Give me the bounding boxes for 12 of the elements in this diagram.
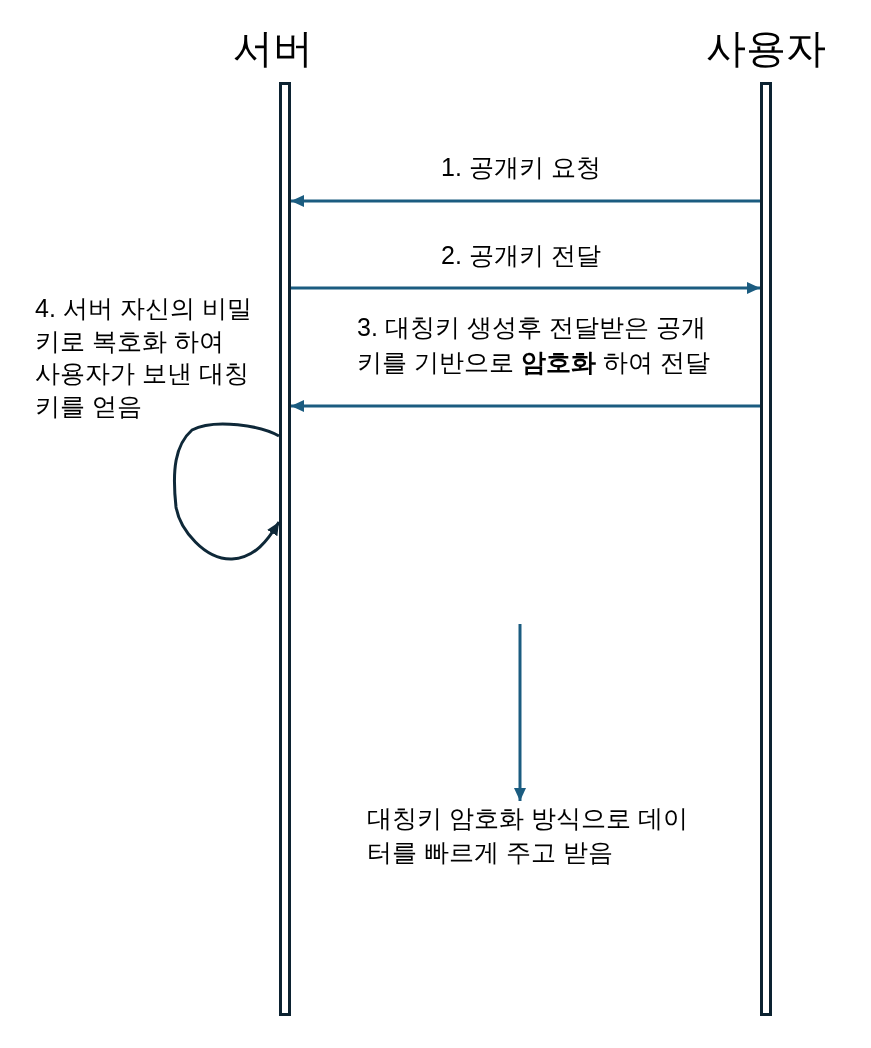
arrow xyxy=(291,195,760,207)
edge-label: 1. 공개키 요청 xyxy=(441,152,601,183)
lifeline-heading: 서버 xyxy=(232,25,314,72)
arrow xyxy=(291,400,760,412)
arrow xyxy=(172,422,281,561)
arrow xyxy=(291,282,760,294)
edge-label: 2. 공개키 전달 xyxy=(441,240,601,271)
lifeline-heading: 사용자 xyxy=(705,25,827,72)
arrow xyxy=(514,624,526,801)
edge-label: 3. 대칭키 생성후 전달받은 공개 키를 기반으로 암호화 하여 전달 xyxy=(357,312,710,378)
edge-label: 4. 서버 자신의 비밀 키로 복호화 하여 사용자가 보낸 대칭 키를 얻음 xyxy=(35,293,252,422)
description-text: 대칭키 암호화 방식으로 데이 터를 빠르게 주고 받음 xyxy=(367,801,688,869)
